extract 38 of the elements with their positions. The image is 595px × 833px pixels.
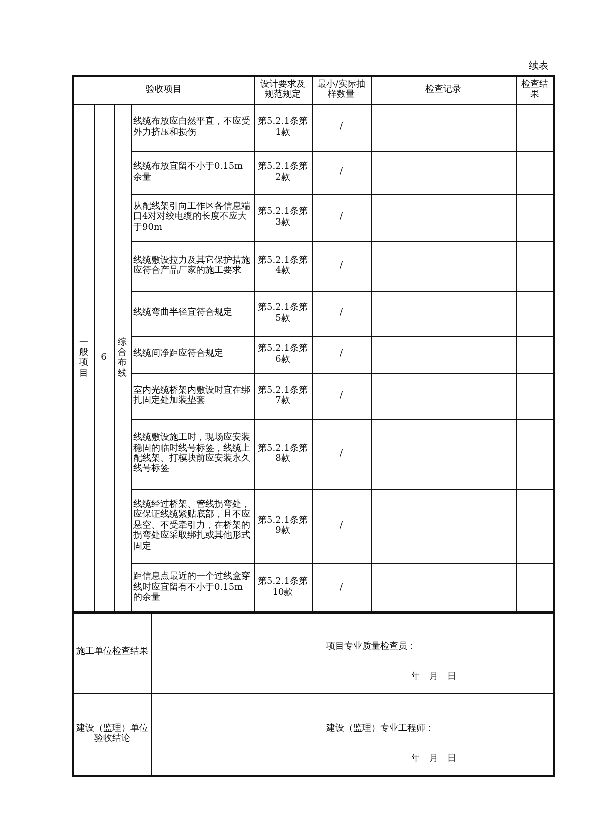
sample-count: / bbox=[312, 151, 371, 194]
clause-reference: 第5.2.1条第9款 bbox=[254, 489, 312, 563]
sample-count: / bbox=[312, 194, 371, 241]
continued-note: 续表 bbox=[529, 60, 549, 73]
signature-label: 项目专业质量检查员： bbox=[326, 642, 416, 652]
sample-count: / bbox=[312, 373, 371, 419]
clause-reference: 第5.2.1条第8款 bbox=[254, 419, 312, 489]
sample-count: / bbox=[312, 419, 371, 489]
row-heading: 施工单位检查结果 bbox=[73, 612, 151, 694]
clause-reference: 第5.2.1条第1款 bbox=[254, 104, 312, 151]
clause-reference: 第5.2.1条第6款 bbox=[254, 336, 312, 373]
requirement-text: 从配线架引向工作区各信息端口4对对绞电缆的长度不应大于90m bbox=[131, 194, 254, 241]
clause-reference: 第5.2.1条第3款 bbox=[254, 194, 312, 241]
requirement-text: 线缆布放宜留不小于0.15m余量 bbox=[131, 151, 254, 194]
requirement-text: 线缆敷设拉力及其它保护措施应符合产品厂家的施工要求 bbox=[131, 241, 254, 291]
header-cell: 检查记录 bbox=[371, 76, 516, 104]
requirement-text: 线缆经过桥架、管线拐弯处，应保证线缆紧贴底部，且不应悬空、不受牵引力，在桥架的拐弯处应采取绑扎或其他形式固定 bbox=[131, 489, 254, 563]
header-cell: 设计要求及规范规定 bbox=[254, 76, 312, 104]
sample-count: / bbox=[312, 291, 371, 336]
header-cell: 验收项目 bbox=[73, 76, 254, 104]
requirement-text: 线缆布放应自然平直，不应受外力挤压和损伤 bbox=[131, 104, 254, 151]
date-field: 年 月 日 bbox=[412, 672, 456, 682]
requirement-text: 线缆敷设施工时，现场应安装稳固的临时线号标签，线缆上配线架、打模块前应安装永久线号标签 bbox=[131, 419, 254, 489]
requirement-text: 室内光缆桥架内敷设时宜在绑扎固定处加装垫套 bbox=[131, 373, 254, 419]
sample-count: / bbox=[312, 336, 371, 373]
header-cell: 最小/实际抽样数量 bbox=[312, 76, 371, 104]
clause-reference: 第5.2.1条第2款 bbox=[254, 151, 312, 194]
requirement-text: 距信息点最近的一个过线盒穿线时应宜留有不小于0.15m的余量 bbox=[131, 563, 254, 613]
sample-count: / bbox=[312, 104, 371, 151]
clause-reference: 第5.2.1条第7款 bbox=[254, 373, 312, 419]
signature-label: 建设（监理）专业工程师： bbox=[326, 724, 434, 734]
clause-reference: 第5.2.1条第5款 bbox=[254, 291, 312, 336]
requirement-text: 线缆弯曲半径宜符合规定 bbox=[131, 291, 254, 336]
sample-count: / bbox=[312, 241, 371, 291]
clause-reference: 第5.2.1条第4款 bbox=[254, 241, 312, 291]
requirement-text: 线缆间净距应符合规定 bbox=[131, 336, 254, 373]
sample-count: / bbox=[312, 489, 371, 563]
date-field: 年 月 日 bbox=[412, 754, 456, 764]
